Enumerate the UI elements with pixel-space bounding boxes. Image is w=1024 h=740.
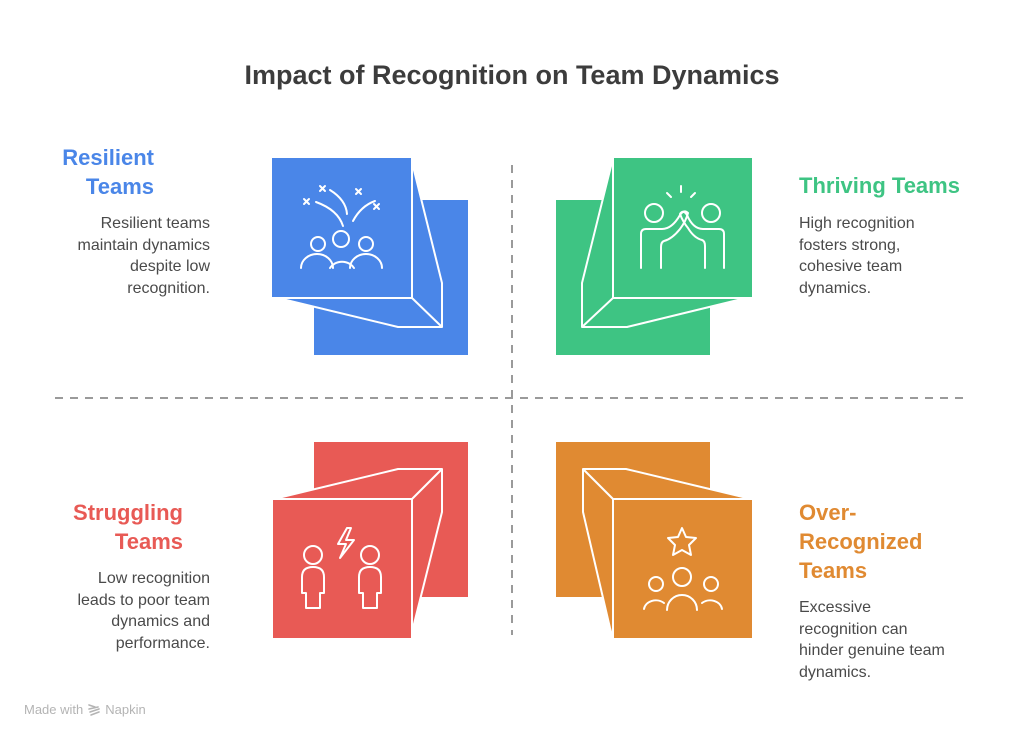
thriving-box [556,156,754,355]
struggling-description: Low recognition leads to poor team dynam… [77,568,210,654]
conflict-icon [301,527,382,609]
heading-line: Teams [799,558,868,583]
heading-line: Over- [799,500,857,525]
heading-line: Teams [85,174,154,199]
axis-dividers [55,165,968,635]
description-line: dynamics and [111,613,210,630]
over-recognized-description: Excessive recognition can hinder genuine… [799,597,945,683]
celebrating-team-icon [300,185,383,269]
footer-attribution: Made with Napkin [24,702,146,717]
description-line: hinder genuine team [799,642,945,659]
over-recognized-box [556,442,754,640]
high-five-icon [640,185,725,269]
over-recognized-heading: Over- Recognized Teams [799,498,922,585]
heading-line: Struggling [73,500,183,525]
diagram-title: Impact of Recognition on Team Dynamics [244,60,780,90]
description-line: Resilient teams [100,215,210,232]
heading-line: Teams [114,529,183,554]
description-line: recognition can [799,620,908,638]
description-line: cohesive team [799,258,903,275]
made-with-label: Made with [24,702,84,717]
description-line: maintain dynamics [77,236,211,254]
description-line: dynamics. [799,663,872,681]
star-team-icon [643,527,723,611]
resilient-heading: Resilient Teams [62,143,154,201]
resilient-description: Resilient teams maintain dynamics despit… [78,213,211,299]
description-line: leads to poor team [77,591,210,609]
napkin-logo-icon [88,703,101,716]
description-line: Low recognition [97,570,210,587]
description-line: Excessive [799,599,872,616]
resilient-box [270,156,468,355]
napkin-brand: Napkin [105,702,146,717]
description-line: despite low [129,258,210,275]
description-line: dynamics. [799,279,872,297]
struggling-box [270,442,468,640]
heading-line: Recognized [799,529,923,554]
heading-line: Thriving Teams [799,173,960,198]
description-line: recognition. [127,279,210,297]
thriving-description: High recognition fosters strong, cohesiv… [799,213,915,299]
thriving-heading: Thriving Teams [799,171,960,200]
description-line: fosters strong, [799,236,901,254]
description-line: High recognition [799,215,915,232]
struggling-heading: Struggling Teams [73,498,183,556]
description-line: performance. [115,634,210,652]
heading-line: Resilient [62,145,154,170]
